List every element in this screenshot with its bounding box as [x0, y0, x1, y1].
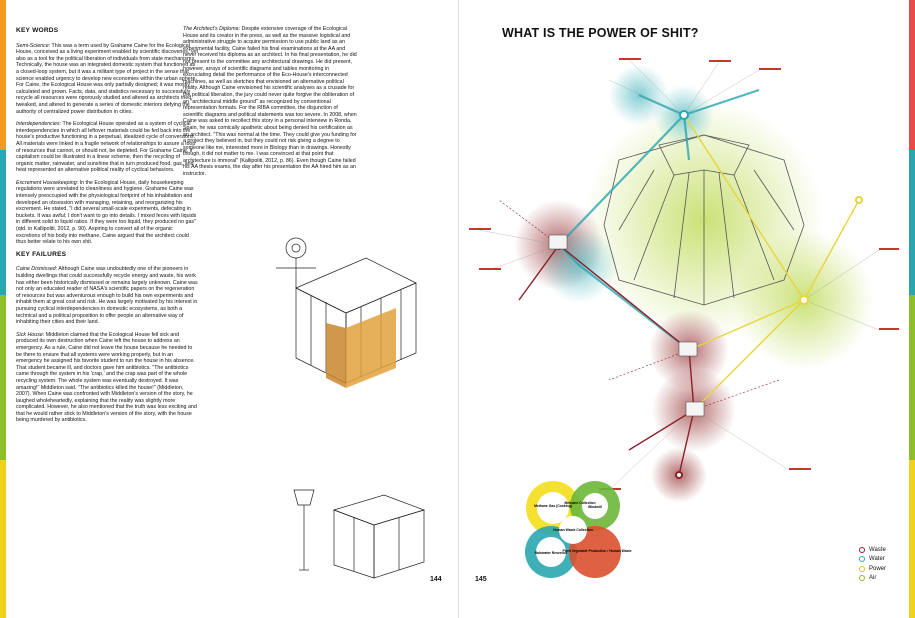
venn-label-human-waste: Human Waste Collection — [553, 528, 593, 532]
key-failures-heading: KEY FAILURES — [16, 250, 67, 258]
axonometric-drawing-lower — [293, 489, 426, 579]
legend-item-power: Power — [859, 564, 886, 574]
legend-item-air: Air — [859, 574, 886, 584]
excrement-housekeeping-paragraph: Excrement Housekeeping: In the Ecologica… — [16, 179, 197, 246]
venn-label-methane-collection: Methane Collection — [564, 501, 595, 505]
architects-diploma-paragraph: The Architect's Diploma: Despite extensi… — [183, 26, 357, 178]
key-words-heading: KEY WORDS — [16, 27, 59, 34]
venn-label-windmill: Windmill — [588, 505, 602, 509]
legend: Waste Water Power Air — [859, 545, 886, 583]
venn-diagram: Methane Gas (Cooking) Methane Collection… — [525, 481, 632, 578]
sick-house-paragraph: Sick House: Middleton claimed that the E… — [16, 331, 197, 424]
interdependencies-paragraph: Interdependencies: The Ecological House … — [16, 121, 196, 174]
text-column-1: KEY WORDS Semi-Science: This was a term … — [16, 26, 198, 430]
legend-item-waste: Waste — [859, 545, 886, 555]
right-color-edge — [909, 0, 915, 618]
page-number-left: 144 — [430, 576, 442, 583]
venn-label-plant-vegetable: Plant Vegetable Production / Human Waste — [562, 549, 631, 553]
legend-item-water: Water — [859, 555, 886, 565]
venn-label-methane-gas: Methane Gas (Cooking) — [534, 504, 572, 508]
text-column-2: The Architect's Diploma: Despite extensi… — [183, 26, 358, 184]
page-title: WHAT IS THE POWER OF SHIT? — [502, 26, 699, 40]
axonometric-drawing-upper — [276, 237, 417, 388]
ecological-house-diagram — [469, 58, 899, 503]
page-number-right: 145 — [475, 576, 487, 583]
left-color-edge — [0, 0, 6, 618]
right-page: WHAT IS THE POWER OF SHIT? — [459, 0, 909, 618]
venn-label-rainwater: Rainwater Reservoir — [535, 551, 568, 555]
left-page: KEY WORDS Semi-Science: This was a term … — [6, 0, 459, 618]
semi-science-paragraph: Semi-Science: This was a term used by Gr… — [16, 42, 198, 115]
caine-dismissed-paragraph: Caine Dismissed: Although Caine was undo… — [16, 266, 198, 326]
